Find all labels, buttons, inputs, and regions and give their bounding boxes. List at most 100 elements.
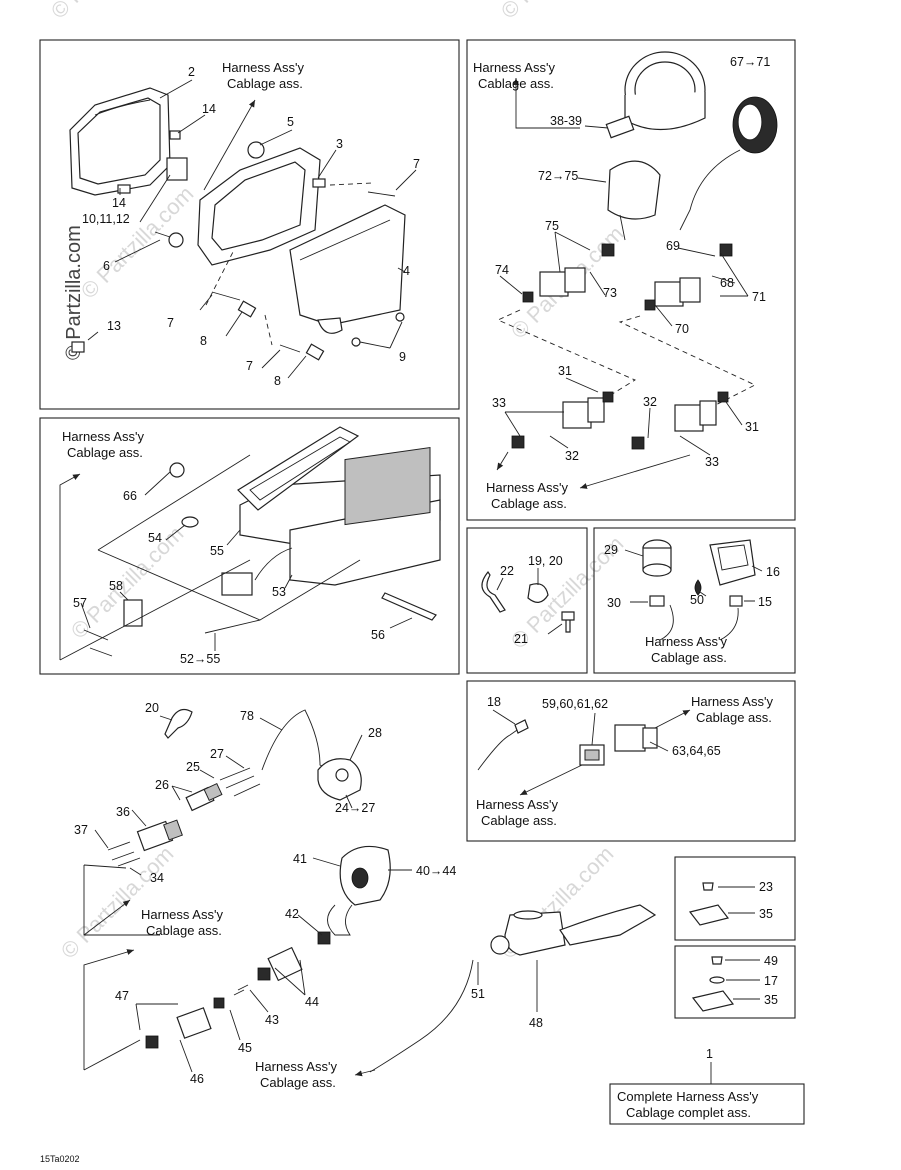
callout: 6 — [103, 259, 110, 273]
harness-label: Harness Ass'y Cablage ass. — [486, 480, 568, 511]
svg-text:Cablage ass.: Cablage ass. — [260, 1075, 336, 1090]
screw-7c — [279, 344, 301, 353]
connector-33b — [631, 391, 729, 450]
callout: 38-39 — [550, 114, 582, 128]
harness-label: Harness Ass'y Cablage ass. — [255, 1059, 337, 1090]
callout: 14 — [202, 102, 216, 116]
clip-14 — [169, 130, 181, 140]
callout: 47 — [115, 989, 129, 1003]
lens-grille — [344, 446, 431, 526]
bulb-38-39 — [605, 115, 635, 139]
svg-text:Cablage ass.: Cablage ass. — [491, 496, 567, 511]
watermark-vertical: © Partzilla.com — [63, 225, 85, 360]
callout: 48 — [529, 1016, 543, 1030]
callout: 73 — [603, 286, 617, 300]
svg-text:Harness Ass'y: Harness Ass'y — [222, 60, 304, 75]
harness-label: Harness Ass'y Cablage ass. — [141, 907, 223, 938]
callout: 45 — [238, 1041, 252, 1055]
callout: 7 — [413, 157, 420, 171]
svg-text:Cablage ass.: Cablage ass. — [651, 650, 727, 665]
callout: 15 — [758, 595, 772, 609]
tie-section-frame — [466, 527, 588, 674]
callout: 9 — [399, 350, 406, 364]
svg-text:Cablage ass.: Cablage ass. — [478, 76, 554, 91]
nut-8 — [237, 300, 257, 318]
callout: 37 — [74, 823, 88, 837]
taillight — [239, 446, 441, 586]
arrow-harness — [203, 99, 256, 191]
harness-label: Harness Ass'y Cablage ass. — [222, 60, 304, 91]
screw-7b — [211, 291, 241, 301]
callout: 26 — [155, 778, 169, 792]
terminal-30 — [649, 595, 665, 607]
connector-71 — [644, 243, 733, 311]
svg-text:Cablage ass.: Cablage ass. — [67, 445, 143, 460]
callout: 41 — [293, 852, 307, 866]
terminals-37-34 — [107, 841, 141, 867]
sensor-tab — [514, 719, 529, 734]
headlight-lamp — [69, 87, 171, 196]
svg-text:Harness Ass'y: Harness Ass'y — [691, 694, 773, 709]
screw-23 — [702, 882, 714, 891]
callout: 78 — [240, 709, 254, 723]
connector-33a — [511, 391, 614, 449]
callout: 5 — [287, 115, 294, 129]
svg-text:Cablage ass.: Cablage ass. — [146, 923, 222, 938]
terminal-15 — [729, 595, 743, 607]
clip-13 — [71, 341, 85, 353]
callout: 71 — [752, 290, 766, 304]
svg-text:Harness Ass'y: Harness Ass'y — [255, 1059, 337, 1074]
harness-label: Harness Ass'y Cablage ass. — [476, 797, 558, 828]
gauge-section-frame — [466, 39, 796, 521]
harness-label: Harness Ass'y Cablage ass. — [645, 634, 727, 665]
callout: 54 — [148, 531, 162, 545]
callout: 50 — [690, 593, 704, 607]
harness-label: Harness Ass'y Cablage ass. — [473, 60, 555, 91]
bulb-socket — [166, 157, 188, 181]
callout: 33 — [492, 396, 506, 410]
headlight-housing — [197, 147, 406, 334]
callout: 67→71 — [730, 55, 770, 69]
callout: 25 — [186, 760, 200, 774]
screw-49 — [711, 956, 723, 965]
brake-switch-wire-51 — [369, 959, 474, 1073]
nut-66 — [169, 462, 185, 478]
callout: 31 — [745, 420, 759, 434]
callout: 42 — [285, 907, 299, 921]
callout: 14 — [112, 196, 126, 210]
callout: 16 — [766, 565, 780, 579]
figure-code: 15Ta0202 — [40, 1154, 80, 1164]
taillight-section-frame — [39, 417, 460, 675]
svg-text:Cablage complet ass.: Cablage complet ass. — [626, 1105, 751, 1120]
bracket-35b — [691, 990, 735, 1012]
svg-text:Cablage ass.: Cablage ass. — [227, 76, 303, 91]
callout: 46 — [190, 1072, 204, 1086]
connector-52 — [221, 572, 253, 596]
callout: 44 — [305, 995, 319, 1009]
bracket-box-2 — [674, 945, 796, 1019]
washer-17 — [709, 976, 725, 984]
wire-53 — [254, 547, 293, 581]
callout: 7 — [246, 359, 253, 373]
svg-text:Cablage ass.: Cablage ass. — [696, 710, 772, 725]
callout: 28 — [368, 726, 382, 740]
guide — [205, 182, 373, 346]
svg-text:Harness Ass'y: Harness Ass'y — [486, 480, 568, 495]
callout: 70 — [675, 322, 689, 336]
bracket-35a — [688, 904, 730, 926]
callout: 32 — [643, 395, 657, 409]
tie-20 — [164, 708, 193, 739]
connector-36 — [136, 819, 183, 852]
terminals-25-27 — [219, 767, 261, 797]
callout: 63,64,65 — [672, 744, 721, 758]
callout: 58 — [109, 579, 123, 593]
callout: 51 — [471, 987, 485, 1001]
callout: 31 — [558, 364, 572, 378]
svg-text:Harness Ass'y: Harness Ass'y — [473, 60, 555, 75]
screw-7 — [367, 191, 396, 197]
callout: 33 — [705, 455, 719, 469]
callout: 74 — [495, 263, 509, 277]
callout: 55 — [210, 544, 224, 558]
